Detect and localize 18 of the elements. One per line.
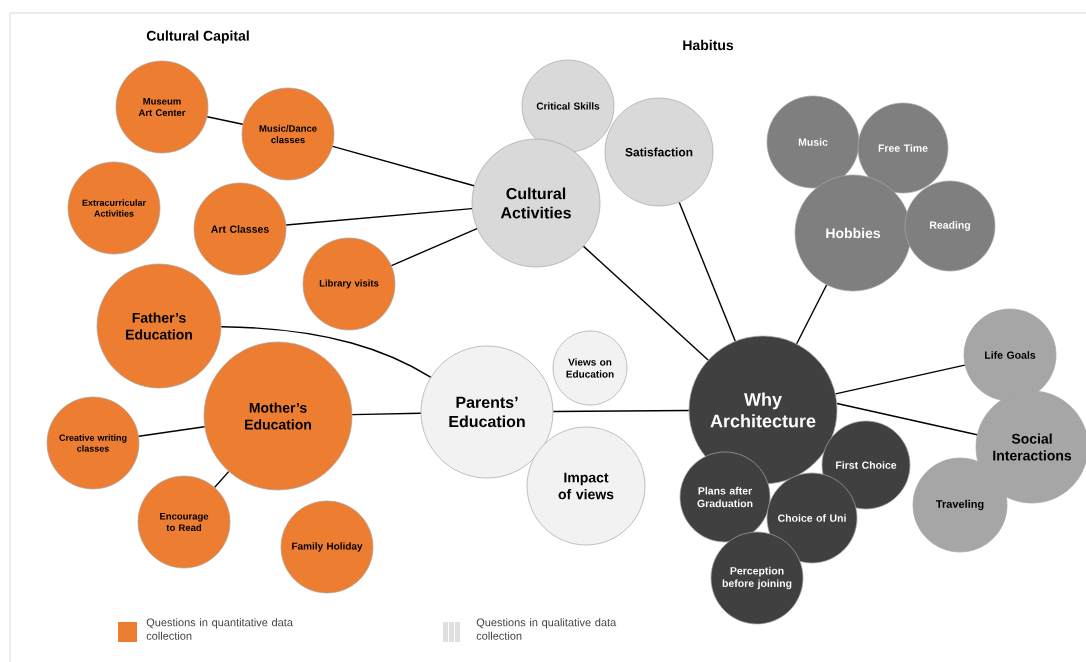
connector-line (138, 426, 206, 437)
connector-line (678, 201, 736, 342)
group-title: Habitus (683, 39, 734, 51)
connector-line (836, 402, 978, 436)
group-title: Cultural Capital (146, 30, 249, 44)
connector-line (834, 364, 966, 395)
connector-line (331, 145, 475, 187)
connector-line (582, 245, 709, 361)
connector-line (285, 207, 473, 226)
legend-text: Questions in qualitative data collection (476, 618, 617, 640)
connector-line (206, 116, 244, 125)
connector-line (552, 409, 690, 413)
connector-line (214, 470, 230, 489)
legend-text: Questions in quantitative data collection (146, 618, 293, 640)
connector-line (796, 284, 828, 345)
connector-line (351, 412, 422, 416)
connector-line (220, 326, 432, 378)
connector-line (390, 227, 478, 267)
